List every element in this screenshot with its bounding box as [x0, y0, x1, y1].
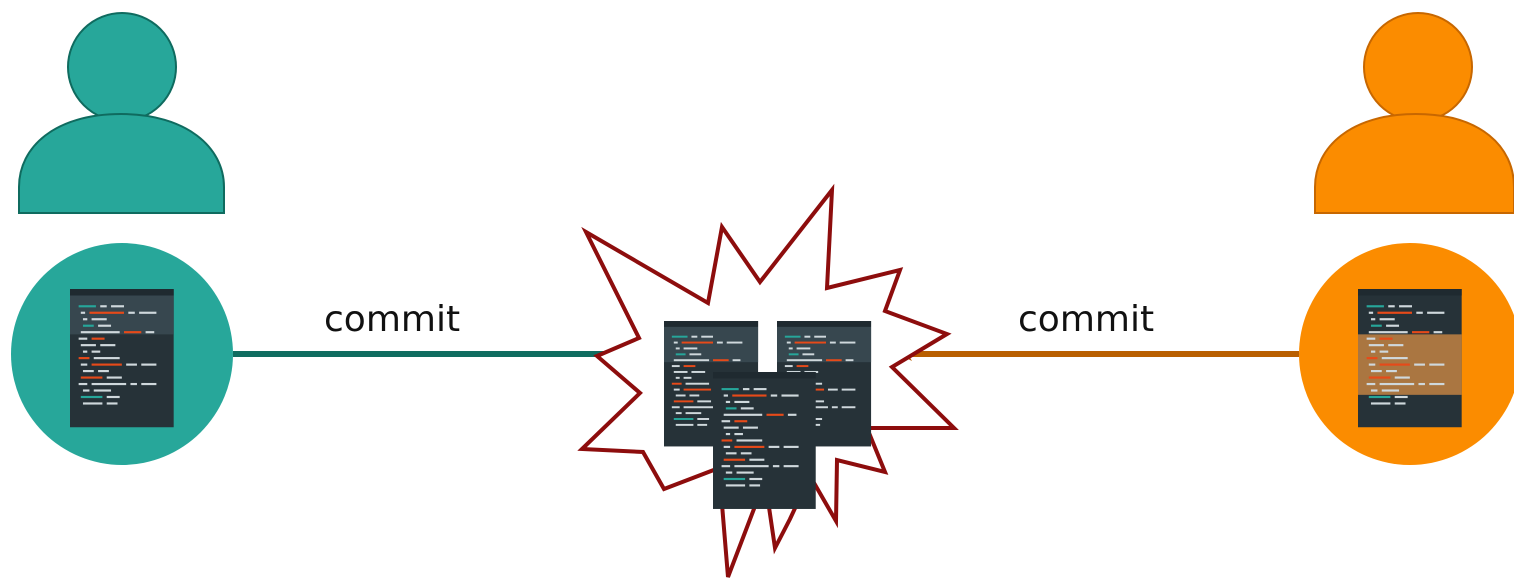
right-user-head [1363, 12, 1473, 122]
left-document-badge [11, 243, 233, 465]
left-commit-label: commit [324, 299, 460, 340]
right-document-badge [1299, 243, 1514, 465]
left-code-file-icon [70, 289, 174, 427]
left-user-icon [18, 12, 225, 214]
right-commit-label: commit [1018, 299, 1154, 340]
right-code-file-icon [1358, 289, 1462, 427]
left-user-body [18, 112, 225, 214]
left-user-head [67, 12, 177, 122]
conflict-file-front [713, 372, 816, 509]
right-user-icon [1314, 12, 1514, 214]
right-user-body [1314, 112, 1514, 214]
